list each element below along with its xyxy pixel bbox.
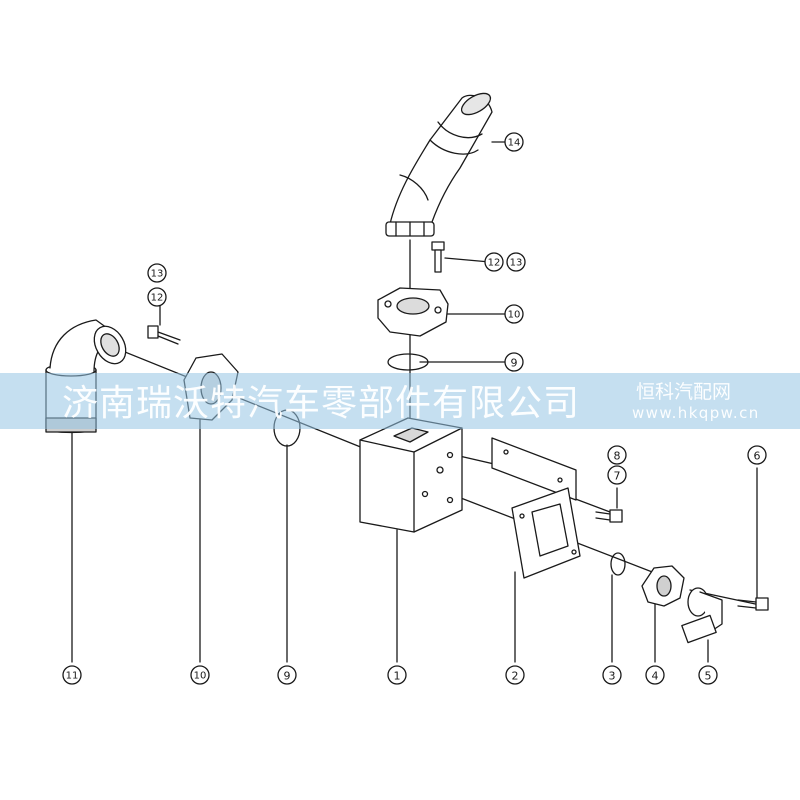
watermark-site-url: www.hkqpw.cn [632,404,760,422]
callout-1: 1 [394,670,401,683]
callout-9-b: 9 [511,357,518,370]
valve-block-part-1 [359,417,463,533]
callout-6: 6 [754,450,761,463]
callout-2: 2 [512,670,519,683]
callout-3: 3 [609,670,616,683]
bolt-part-12-13-left [147,325,181,345]
o-ring-part-3 [610,552,626,576]
callout-12-a: 12 [151,293,164,304]
callout-9-a: 9 [284,670,291,683]
hose-elbow-part-14 [385,92,493,237]
bolt-part-12-13-top [431,241,445,273]
callout-13-b: 13 [510,258,523,269]
bolt-part-6 [737,597,769,611]
watermark-company-name: 济南瑞沃特汽车零部件有限公司 [62,383,581,424]
split-flange-part-10-top [377,287,449,337]
callout-14: 14 [508,138,521,149]
callout-5: 5 [705,670,712,683]
callout-13-a: 13 [151,269,164,280]
callout-10-b: 10 [508,310,521,321]
watermark-band [0,373,800,429]
callout-7: 7 [614,470,621,483]
bolt-part-7-8 [595,509,623,523]
callout-10-a: 10 [194,671,207,682]
callout-8: 8 [614,450,621,463]
callout-12-b: 12 [488,258,501,269]
mounting-bracket-part-2 [491,437,581,579]
watermark-site-name: 恒科汽配网 [636,381,732,403]
elbow-fitting-part-5 [681,587,723,644]
o-ring-part-9-top [387,353,429,371]
callout-11: 11 [66,671,79,682]
callout-4: 4 [652,670,659,683]
flange-part-4 [641,565,685,607]
